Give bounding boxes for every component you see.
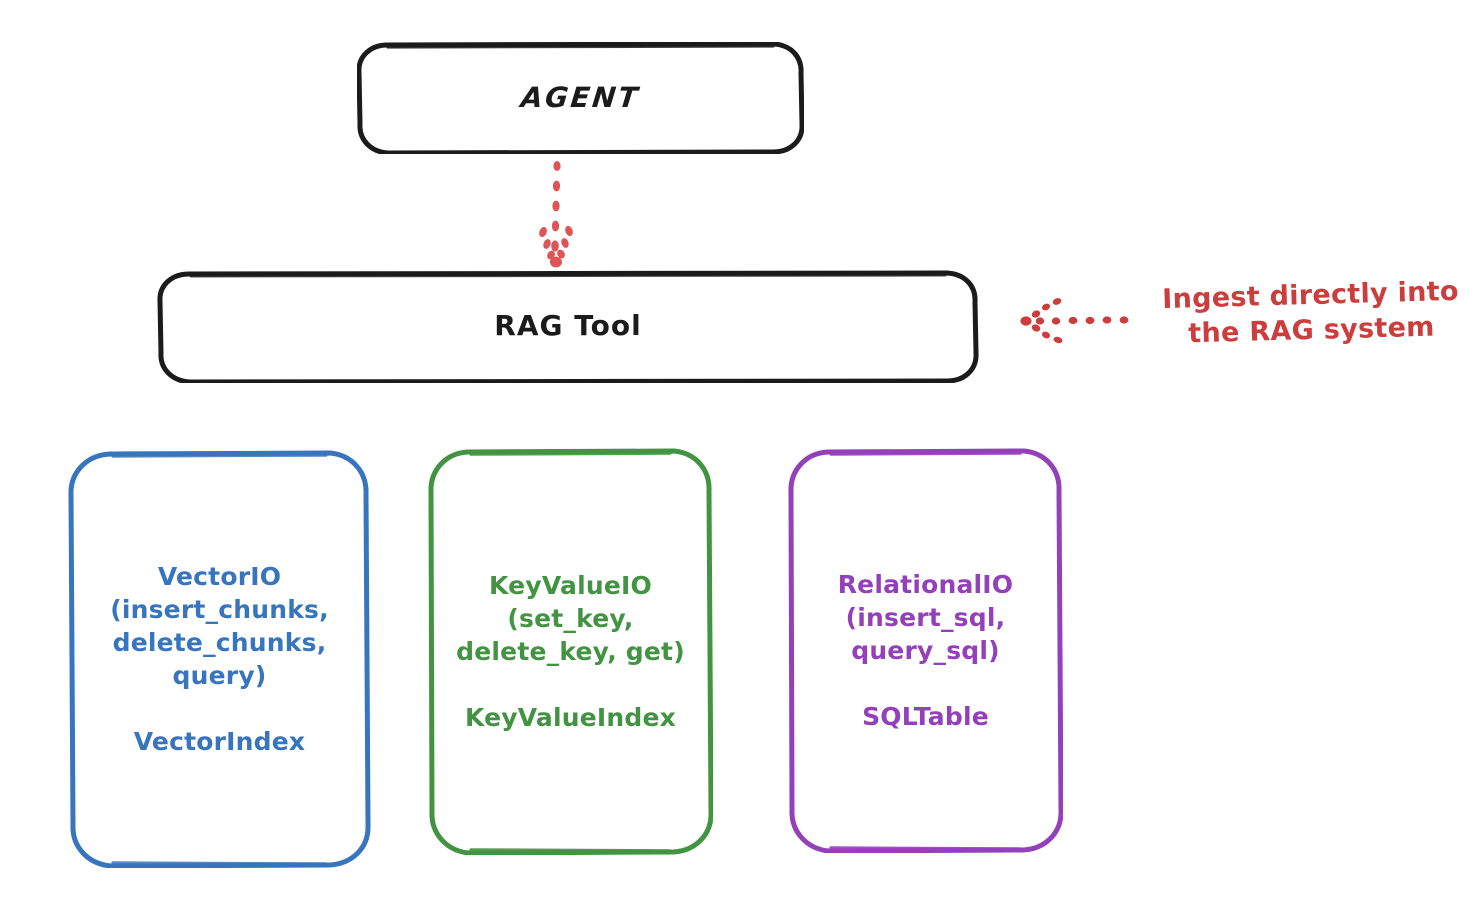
agent-label: AGENT bbox=[519, 80, 642, 114]
node-key-value-io[interactable]: KeyValueIO (set_key, delete_key, get) Ke… bbox=[428, 448, 713, 855]
ingest-into-rag-arrow bbox=[1020, 298, 1129, 344]
node-agent[interactable]: AGENT bbox=[357, 42, 804, 154]
relational-io-label: RelationalIO (insert_sql, query_sql) SQL… bbox=[837, 570, 1014, 731]
agent-to-rag-tool-arrow bbox=[539, 161, 573, 268]
ingest-annotation-text: Ingest directly into the RAG system bbox=[1161, 275, 1460, 349]
rag-tool-label: RAG Tool bbox=[494, 309, 642, 343]
key-value-io-label: KeyValueIO (set_key, delete_key, get) Ke… bbox=[456, 571, 685, 732]
node-rag-tool[interactable]: RAG Tool bbox=[157, 270, 979, 383]
node-relational-io[interactable]: RelationalIO (insert_sql, query_sql) SQL… bbox=[788, 448, 1063, 853]
node-vector-io[interactable]: VectorIO (insert_chunks, delete_chunks, … bbox=[68, 450, 371, 868]
vector-io-label: VectorIO (insert_chunks, delete_chunks, … bbox=[110, 562, 329, 756]
